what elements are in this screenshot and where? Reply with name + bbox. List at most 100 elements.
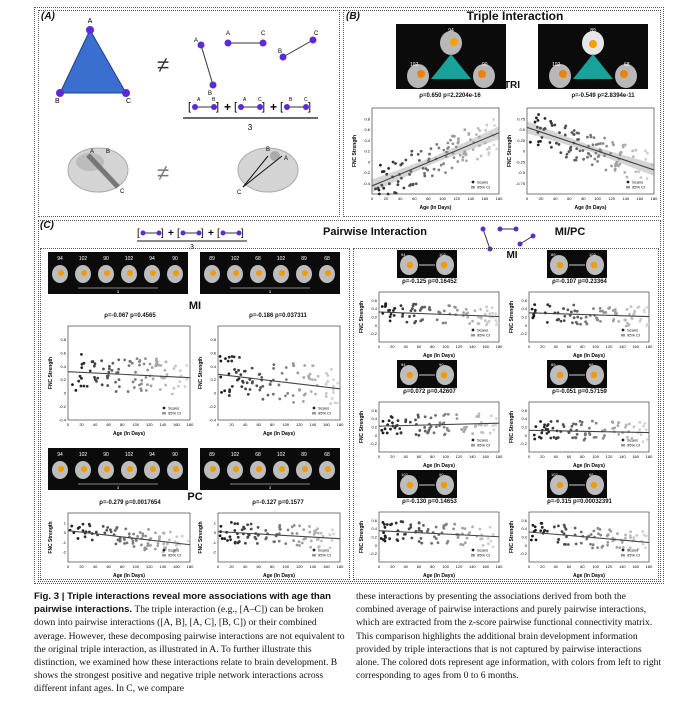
scatter-point xyxy=(617,320,621,323)
scatter-point xyxy=(623,170,627,174)
svg-text:C: C xyxy=(314,31,319,37)
scatter-point xyxy=(410,536,414,540)
scatter-point xyxy=(623,143,627,147)
scatter-point xyxy=(389,312,393,316)
scatter-point xyxy=(417,526,421,530)
scatter-point xyxy=(579,322,582,326)
pair-label-2: 68 xyxy=(589,362,594,367)
scatter-point xyxy=(461,543,465,547)
scatter-point xyxy=(601,142,605,145)
scatter-point xyxy=(638,428,641,432)
legend-ci-label: 95% CI xyxy=(477,333,490,338)
scatter-point xyxy=(570,424,574,428)
scatter-point xyxy=(303,364,307,367)
scatter-point xyxy=(447,145,451,149)
x-tick-label: 160 xyxy=(632,564,639,569)
scatter-point xyxy=(478,144,481,148)
scatter-point xyxy=(175,543,178,547)
scatter-point xyxy=(147,527,150,531)
svg-text:]: ] xyxy=(262,101,265,113)
scatter-point xyxy=(592,136,596,140)
scatter-point xyxy=(264,537,268,541)
node-a-label: A xyxy=(88,18,93,25)
panel-c-label: (C) xyxy=(40,220,54,231)
scatter-point xyxy=(158,388,162,391)
scatter-point xyxy=(548,141,552,144)
scatter-point xyxy=(624,536,627,540)
y-tick-label: -0.5 xyxy=(518,170,526,175)
scatter-point xyxy=(592,435,596,439)
pair-label-1: 89 xyxy=(551,252,556,257)
x-tick-label: 140 xyxy=(160,422,167,427)
scatter-point xyxy=(172,386,176,390)
scatter-point xyxy=(491,545,495,549)
scatter-point xyxy=(485,305,489,309)
scatter-point xyxy=(615,545,619,549)
brain-slice-label: 89 xyxy=(209,452,215,458)
scatter-point xyxy=(457,137,460,141)
y-tick-label: 0.6 xyxy=(521,518,527,523)
x-tick-label: 120 xyxy=(146,564,153,569)
scatter-point xyxy=(575,131,579,135)
scatter-point xyxy=(423,305,427,309)
x-tick-label: 140 xyxy=(160,564,167,569)
scatter-point xyxy=(80,377,83,380)
brain-slice-label: 68 xyxy=(255,256,261,262)
scatter-point xyxy=(426,431,429,435)
legend-ci-marker xyxy=(471,554,475,557)
x-tick-label: 0 xyxy=(217,564,220,569)
y-axis-label: FNC Strength xyxy=(359,411,365,443)
scatter-point xyxy=(302,393,306,397)
scatter-point xyxy=(556,540,560,544)
scatter-point xyxy=(284,542,288,546)
scatter-point xyxy=(113,529,117,532)
legend-scans-label: Scans xyxy=(318,406,329,411)
scatter-point xyxy=(408,420,412,424)
scatter-point xyxy=(612,143,615,147)
y-tick-label: -0.2 xyxy=(370,551,378,556)
scatter-point xyxy=(220,391,223,394)
scatter-point xyxy=(335,401,339,405)
scatter-point xyxy=(385,523,389,526)
brain-image-negative: 89 102 68 xyxy=(538,24,648,89)
pair-label-1: 102 xyxy=(401,472,408,477)
x-axis-label: Age (In Days) xyxy=(420,205,452,211)
scatter-point xyxy=(545,529,549,533)
scatter-point xyxy=(616,532,619,536)
x-tick-label: 40 xyxy=(243,422,248,427)
scatter-point xyxy=(103,531,107,535)
x-tick-label: 160 xyxy=(482,564,489,569)
scatter-point xyxy=(82,384,86,388)
scatter-point xyxy=(309,545,313,549)
scatter-point xyxy=(550,124,554,127)
scatter-point xyxy=(614,312,618,316)
scatter-point xyxy=(621,145,625,149)
legend-scans-label: Scans xyxy=(477,180,488,185)
tri-label: TRI xyxy=(503,80,521,91)
scatter-point xyxy=(612,318,616,321)
scatter-point xyxy=(168,530,172,534)
scatter-point xyxy=(418,309,422,312)
scatter-point xyxy=(438,311,442,315)
scatter-point xyxy=(644,157,648,161)
svg-text:C: C xyxy=(258,97,262,103)
activation-blob xyxy=(233,466,239,472)
scatter-point xyxy=(79,384,83,388)
x-tick-label: 20 xyxy=(540,454,545,459)
scatter-point xyxy=(471,319,474,323)
scatter-point xyxy=(543,423,546,427)
scatter-point xyxy=(546,303,550,307)
panel-c-right xyxy=(353,248,659,580)
scatter-point xyxy=(134,370,137,374)
scatter-point xyxy=(642,533,646,537)
scatter-point xyxy=(298,388,301,392)
y-tick-label: -0.4 xyxy=(209,418,217,423)
scatter-point xyxy=(455,413,458,416)
activation-blob xyxy=(81,270,87,276)
scatter-point xyxy=(644,534,648,538)
panel-a xyxy=(38,10,340,217)
scatter-point xyxy=(579,423,583,427)
scatter-point xyxy=(165,373,169,376)
